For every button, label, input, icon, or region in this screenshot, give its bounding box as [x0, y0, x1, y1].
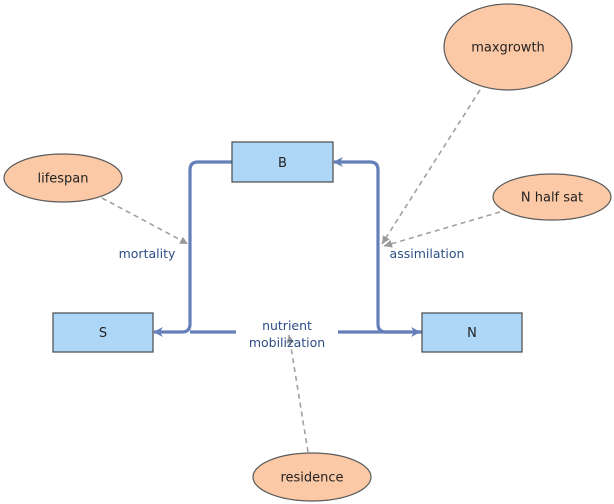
- link-nhalfsat-to-assimilation: [383, 211, 501, 248]
- flow-label-nutrient[interactable]: nutrient: [262, 318, 312, 333]
- parameter-lifespan-label: lifespan: [37, 172, 88, 187]
- flow-label-mobilization[interactable]: mobilization: [249, 335, 325, 350]
- flow-label-mortality[interactable]: mortality: [119, 246, 176, 261]
- stock-n-label: N: [467, 326, 477, 341]
- stock-s[interactable]: S: [52, 312, 154, 353]
- link-maxgrowth-to-assimilation: [381, 89, 481, 245]
- flow-label-assimilation[interactable]: assimilation: [390, 246, 465, 261]
- link-residence-to-mobilization: [286, 334, 309, 453]
- stock-n[interactable]: N: [421, 312, 523, 353]
- parameter-maxgrowth[interactable]: maxgrowth: [443, 3, 573, 91]
- stock-b[interactable]: B: [231, 141, 334, 183]
- parameter-n-half-sat-label: N half sat: [521, 191, 583, 206]
- parameter-lifespan[interactable]: lifespan: [3, 153, 123, 203]
- mortality-flow-arrow[interactable]: [153, 160, 232, 337]
- stock-b-label: B: [278, 156, 287, 171]
- link-lifespan-to-mortality: [101, 197, 189, 245]
- parameter-n-half-sat[interactable]: N half sat: [492, 173, 612, 221]
- parameter-residence-label: residence: [280, 471, 343, 486]
- parameter-maxgrowth-label: maxgrowth: [471, 41, 545, 56]
- stock-s-label: S: [99, 326, 107, 341]
- parameter-residence[interactable]: residence: [252, 452, 372, 502]
